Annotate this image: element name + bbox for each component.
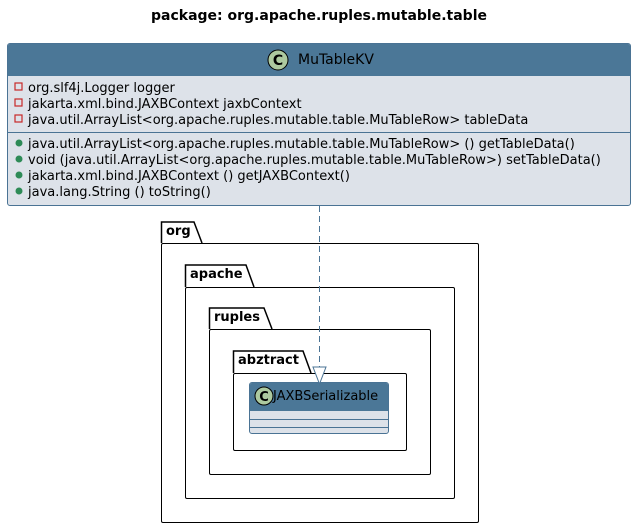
class-jaxbserializable[interactable]: C JAXBSerializable <box>249 382 389 434</box>
public-icon <box>14 153 28 169</box>
class-name: MuTableKV <box>298 52 374 68</box>
field-row: java.util.ArrayList<org.apache.ruples.mu… <box>14 113 528 129</box>
class-icon-letter: C <box>273 53 283 69</box>
private-icon <box>14 97 28 113</box>
field-row: org.slf4j.Logger logger <box>14 81 175 97</box>
class-icon-letter: C <box>259 390 269 405</box>
public-icon <box>14 169 28 185</box>
public-icon <box>14 137 28 153</box>
public-icon <box>14 185 28 201</box>
package-abztract-label: abztract <box>238 353 299 368</box>
method-row: java.util.ArrayList<org.apache.ruples.mu… <box>14 137 575 153</box>
class-name: JAXBSerializable <box>273 389 379 404</box>
diagram-title: package: org.apache.ruples.mutable.table <box>151 8 487 24</box>
class-mutablekv[interactable]: C MuTableKV org.slf4j.Logger logger jaka… <box>7 43 631 206</box>
package-org-label: org <box>166 224 191 239</box>
field-row: jakarta.xml.bind.JAXBContext jaxbContext <box>14 97 302 113</box>
class-divider <box>250 427 388 428</box>
private-icon <box>14 113 28 129</box>
method-row: java.lang.String () toString() <box>14 185 211 201</box>
class-icon: C <box>267 49 289 75</box>
private-icon <box>14 81 28 97</box>
class-divider <box>8 132 630 133</box>
method-row: jakarta.xml.bind.JAXBContext () getJAXBC… <box>14 169 350 185</box>
package-ruples-label: ruples <box>214 310 260 325</box>
package-apache-label: apache <box>190 267 243 282</box>
class-icon: C <box>254 386 274 410</box>
method-row: void (java.util.ArrayList<org.apache.rup… <box>14 153 601 169</box>
class-divider <box>250 419 388 420</box>
